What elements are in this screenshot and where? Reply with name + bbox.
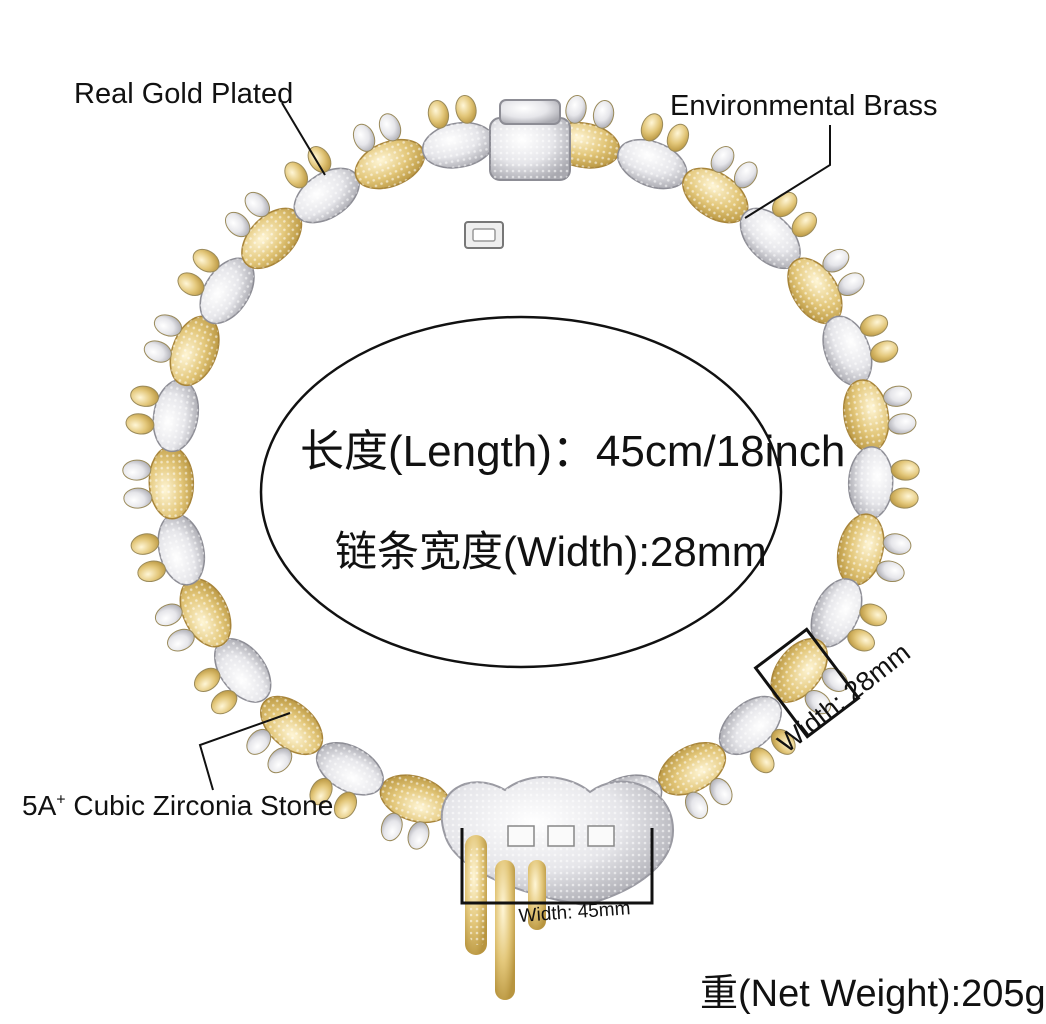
drip-stone (882, 533, 912, 555)
environmental-brass-label: Environmental Brass (670, 90, 938, 122)
drip-stone (224, 211, 251, 238)
drip-stone (307, 146, 332, 173)
drip-stone (244, 191, 271, 218)
drip-stone (822, 248, 850, 273)
drip-stone (859, 603, 888, 627)
chain-link (224, 191, 303, 270)
chain-link (842, 379, 917, 453)
drip-stone (710, 146, 735, 173)
drip-stone (210, 690, 238, 715)
chain-link (177, 248, 255, 325)
leader-line-stone (198, 712, 291, 791)
drip-stone (154, 603, 183, 627)
drip-stone (709, 777, 733, 806)
drip-stone (193, 667, 221, 692)
drip-stone (123, 487, 153, 509)
chain-link (847, 446, 920, 520)
chain-width-spec: 链条宽度(Width):28mm (335, 528, 767, 575)
drip-stone (733, 161, 758, 189)
drip-stone (887, 413, 917, 435)
drip-stone (380, 812, 403, 842)
stone-grade: 5A (22, 790, 57, 821)
drip-stone (791, 211, 818, 238)
chain-link (246, 695, 324, 774)
drip-stone (284, 161, 309, 189)
drip-stone (565, 94, 587, 124)
box-clasp (464, 99, 571, 249)
cubic-zirconia-label: 5A+ Cubic Zirconia Stone (22, 790, 333, 822)
drip-stone (167, 628, 195, 652)
net-weight-spec: 重(Net Weight):205g (700, 973, 1046, 1015)
drip-stone (143, 340, 172, 363)
drip-stone (890, 459, 920, 481)
drip-stone (125, 413, 155, 435)
gold-plated-label: Real Gold Plated (74, 78, 294, 110)
chain-link (125, 379, 200, 453)
drip-stone (804, 690, 832, 715)
chain-necklace (122, 94, 920, 864)
drip-stone (455, 94, 477, 124)
drip-stone (684, 791, 709, 819)
spec-oval (259, 315, 783, 669)
drip-stone (870, 340, 899, 363)
chain-link (421, 94, 495, 169)
chain-link (617, 113, 690, 190)
chain-link (739, 191, 818, 270)
drip-stone (309, 777, 333, 806)
drip-stone (130, 533, 160, 555)
drip-stone (666, 123, 690, 152)
chain-link (682, 146, 758, 224)
chain-link (658, 742, 733, 819)
pendant-width-bracket (460, 828, 654, 905)
drip-stone (640, 113, 664, 142)
chain-link (309, 742, 384, 819)
length-spec: 长度(Length)：45cm/18inch (300, 427, 846, 476)
drip-stone (130, 385, 159, 407)
chain-link (352, 113, 425, 190)
drip-stone (407, 821, 430, 850)
chain-link (822, 314, 899, 387)
drip-stone (137, 560, 166, 583)
drip-stone (889, 487, 919, 509)
drip-stone (122, 459, 152, 481)
drip-stone (378, 113, 402, 142)
drip-stone (153, 314, 183, 337)
leader-line-brass (744, 125, 831, 219)
chain-width-dimension-box (753, 627, 861, 739)
drip-stone (352, 123, 376, 152)
drip-stone (592, 99, 615, 129)
drip-stone (847, 628, 875, 652)
stone-name: Cubic Zirconia Stone (65, 790, 334, 821)
chain-link (284, 146, 360, 224)
chain-link (810, 578, 888, 652)
drip-stone (770, 728, 796, 755)
drip-stone (246, 728, 272, 755)
chain-link (154, 578, 232, 652)
chain-link (379, 774, 452, 850)
drip-stone (333, 791, 358, 819)
chain-link (122, 446, 195, 520)
drip-heart-pendant (440, 776, 675, 1000)
drip-stone (267, 747, 293, 774)
drip-stone (837, 272, 865, 297)
chain-link (130, 513, 206, 586)
chain-link (143, 314, 220, 387)
chain-link (718, 695, 796, 774)
leader-line-gold (281, 102, 326, 176)
drip-stone (192, 248, 220, 273)
drip-stone (427, 99, 450, 129)
drip-stone (749, 747, 775, 774)
stone-grade-plus: + (56, 791, 66, 809)
drip-stone (883, 385, 912, 407)
drip-stone (177, 272, 205, 297)
drip-stone (876, 560, 905, 583)
product-image (122, 94, 920, 1000)
drip-stone (859, 314, 889, 337)
